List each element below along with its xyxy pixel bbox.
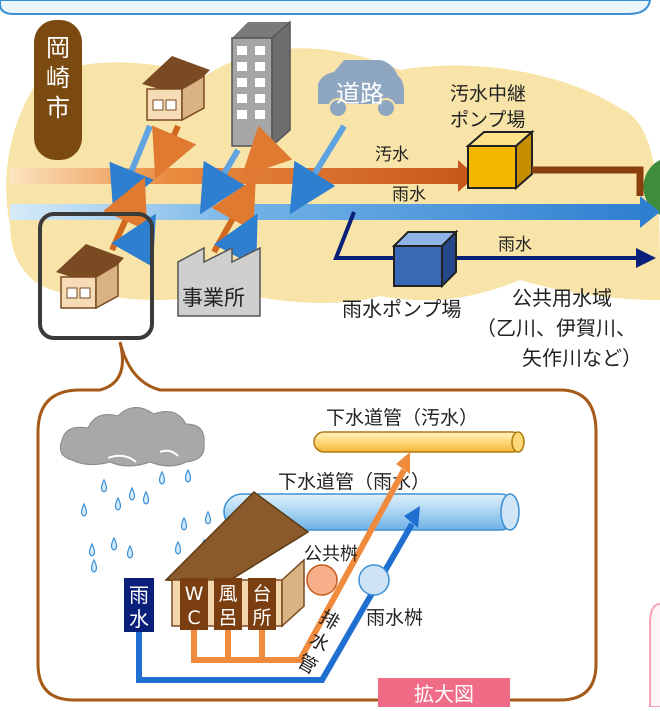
- wc-tag-c1: W: [185, 583, 204, 605]
- road-label: 道路: [336, 80, 384, 108]
- sewage-outlet-pipe: [532, 166, 644, 196]
- side-note-box-edge: [649, 603, 660, 708]
- rain-tag-c2: 水: [129, 607, 149, 631]
- sewer-sewage-label: 下水道管（汚水）: [326, 407, 478, 429]
- sewer-rain-label: 下水道管（雨水）: [278, 471, 430, 493]
- rain-pump-label: 雨水ポンプ場: [342, 297, 461, 321]
- house-icon-highlighted: [56, 244, 124, 310]
- top-banner-edge: [0, 0, 652, 15]
- house-icon: [142, 56, 210, 122]
- public-waters-rivers-2: 矢作川など）: [522, 346, 642, 370]
- public-waters-rivers-1: （乙川、伊賀川、: [476, 316, 636, 340]
- road-car-icon: [318, 60, 404, 118]
- rain-arrow-head: [404, 506, 420, 528]
- bath-tag-c1: 風: [218, 583, 237, 605]
- rain-tag-c1: 雨: [129, 583, 149, 607]
- rain-pump-box: [391, 229, 459, 289]
- rain-drain-line: [136, 522, 415, 683]
- city-char-2: 崎: [46, 64, 70, 92]
- bath-tag-c2: 呂: [218, 607, 237, 629]
- wc-tag: [180, 578, 208, 630]
- relay-pump-line1: 汚水中継: [450, 83, 526, 105]
- bath-tag: [214, 578, 242, 630]
- relay-pump-box: [465, 129, 535, 191]
- building-icon: [231, 20, 291, 148]
- public-basin-icon: [306, 564, 338, 596]
- kitchen-tag-c2: 所: [252, 607, 271, 629]
- rain-branch-line: [333, 211, 640, 260]
- relay-pump-line2: ポンプ場: [450, 109, 525, 131]
- rain-basin-icon: [358, 564, 390, 596]
- drain-arrow-head: [396, 452, 410, 474]
- sewer-pipe-sewage: [313, 431, 525, 453]
- rain-tag: [124, 578, 154, 632]
- public-waters-label: 公共用水域: [512, 286, 612, 310]
- sewage-main-pipe: [10, 168, 470, 184]
- factory-icon: [177, 246, 261, 317]
- kitchen-tag: [248, 578, 276, 630]
- rain-basin-label: 雨水桝: [366, 607, 423, 629]
- office-label: 事業所: [182, 286, 245, 310]
- zoom-label-box: [378, 678, 510, 707]
- rain-right-label: 雨水: [498, 235, 532, 255]
- green-hill: [643, 160, 660, 215]
- kitchen-tag-c1: 台: [252, 583, 271, 605]
- rain-label: 雨水: [392, 185, 426, 205]
- city-badge: [34, 20, 82, 160]
- sewage-label: 汚水: [375, 145, 409, 165]
- city-char-3: 市: [46, 94, 70, 122]
- city-char-1: 岡: [46, 34, 70, 62]
- zoom-label: 拡大図: [414, 682, 474, 706]
- wc-tag-c2: C: [187, 607, 200, 629]
- household-drain-lines: [191, 468, 407, 663]
- public-basin-label: 公共桝: [304, 544, 358, 565]
- zoom-source-frame: [38, 212, 154, 340]
